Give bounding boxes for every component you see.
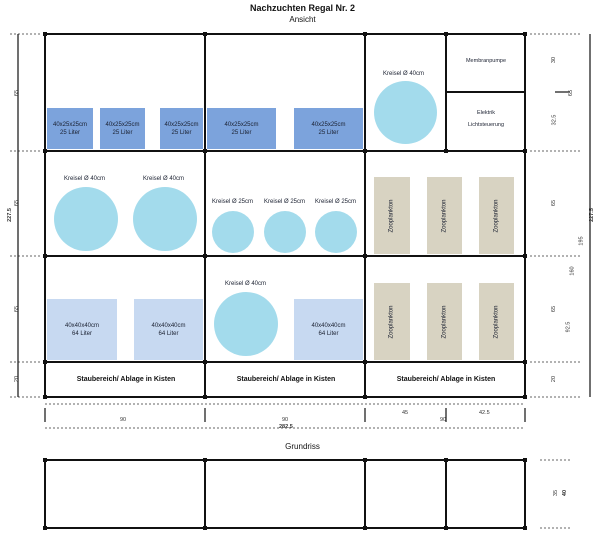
- tank-size-label: 40x40x40cm: [151, 322, 186, 329]
- tank-small-1: 40x25x25cm 25 Liter: [47, 108, 93, 149]
- tank-small-3: 40x25x25cm 25 Liter: [160, 108, 203, 149]
- dim-label: 92.5: [565, 321, 572, 333]
- kreisel-tank-40: [214, 292, 278, 356]
- dim-label: 35: [553, 489, 560, 497]
- dim-label: 195: [578, 236, 585, 246]
- dim-label: 42.5: [479, 410, 490, 416]
- kreisel-tank-40: [133, 187, 197, 251]
- tank-volume-label: 25 Liter: [112, 129, 133, 136]
- dim-label: 45: [402, 410, 409, 416]
- tank-large-3: 40x40x40cm 64 Liter: [294, 299, 363, 360]
- tank-size-label: 40x25x25cm: [105, 121, 140, 128]
- zooplankton-label: Zooplankton: [493, 198, 500, 233]
- elektrik-label: Elektrik: [476, 110, 496, 116]
- tank-size-label: 40x25x25cm: [52, 121, 88, 128]
- dim-label-total: 40: [562, 489, 569, 497]
- dim-label: 160: [569, 266, 576, 276]
- tank-volume-label: 64 Liter: [71, 330, 92, 337]
- dim-label: 30: [551, 56, 558, 64]
- kreisel-tank-25: [315, 211, 357, 253]
- lichtsteuerung-label: Lichtsteuerung: [467, 122, 505, 128]
- dim-label: 90: [120, 417, 127, 423]
- kreisel-label: Kreisel Ø 25cm: [264, 199, 306, 205]
- view-subtitle: Ansicht: [289, 15, 316, 24]
- zooplankton-label: Zooplankton: [493, 304, 500, 339]
- kreisel-label: Kreisel Ø 25cm: [315, 199, 357, 205]
- zooplankton-label: Zooplankton: [389, 198, 395, 233]
- tank-volume-label: 25 Liter: [59, 129, 80, 136]
- kreisel-tank-40: [54, 187, 118, 251]
- dim-label: 20: [551, 375, 558, 383]
- zooplankton-tank: Zooplankton: [479, 177, 514, 254]
- zooplankton-label: Zooplankton: [441, 304, 448, 339]
- dim-label-total: 227.5: [588, 208, 595, 222]
- dim-label: 20: [14, 375, 21, 383]
- kreisel-tank-40: [374, 81, 437, 144]
- plan-title: Grundriss: [285, 442, 320, 451]
- tank-volume-label: 64 Liter: [158, 330, 179, 337]
- tank-size-label: 40x40x40cm: [311, 322, 346, 329]
- zooplankton-tank: Zooplankton: [374, 283, 410, 360]
- kreisel-tank-25: [212, 211, 254, 253]
- dim-label-total: 282.5: [279, 424, 293, 430]
- dim-label: 65: [14, 305, 21, 313]
- tank-volume-label: 64 Liter: [318, 330, 339, 337]
- kreisel-label: Kreisel Ø 25cm: [212, 199, 254, 205]
- tank-large-2: 40x40x40cm 64 Liter: [134, 299, 203, 360]
- kreisel-label: Kreisel Ø 40cm: [143, 176, 185, 182]
- tank-small-5: 40x25x25cm 25 Liter: [294, 108, 363, 149]
- storage-label: Staubereich/ Ablage in Kisten: [76, 376, 176, 383]
- dim-label: 90: [440, 417, 447, 423]
- kreisel-label: Kreisel Ø 40cm: [383, 71, 425, 77]
- tank-volume-label: 25 Liter: [318, 129, 339, 136]
- dim-label: 65: [551, 199, 558, 207]
- tank-volume-label: 25 Liter: [171, 129, 192, 136]
- zooplankton-label: Zooplankton: [441, 198, 448, 233]
- membranpumpe-label: Membranpumpe: [465, 58, 507, 64]
- zooplankton-tank: Zooplankton: [374, 177, 410, 254]
- dim-label: 90: [282, 417, 289, 423]
- dim-label: 65: [551, 305, 558, 313]
- tank-volume-label: 25 Liter: [231, 129, 252, 136]
- kreisel-tank-25: [264, 211, 306, 253]
- dim-label: 65: [568, 89, 575, 97]
- dim-label: 32.5: [551, 114, 558, 126]
- storage-label: Staubereich/ Ablage in Kisten: [236, 376, 336, 383]
- page-title: Nachzuchten Regal Nr. 2: [249, 3, 356, 13]
- kreisel-label: Kreisel Ø 40cm: [225, 281, 267, 287]
- zooplankton-tank: Zooplankton: [427, 177, 462, 254]
- tank-size-label: 40x25x25cm: [311, 121, 346, 128]
- tank-small-4: 40x25x25cm 25 Liter: [207, 108, 276, 149]
- zooplankton-tank: Zooplankton: [479, 283, 514, 360]
- zooplankton-tank: Zooplankton: [427, 283, 462, 360]
- tank-size-label: 40x40x40cm: [64, 322, 100, 329]
- tank-small-2: 40x25x25cm 25 Liter: [100, 108, 145, 149]
- kreisel-label: Kreisel Ø 40cm: [64, 176, 106, 182]
- tank-size-label: 40x25x25cm: [224, 121, 259, 128]
- dim-label: 65: [14, 199, 21, 207]
- dim-label-total: 227.5: [6, 208, 13, 222]
- tank-large-1: 40x40x40cm 64 Liter: [47, 299, 117, 360]
- storage-label: Staubereich/ Ablage in Kisten: [396, 376, 496, 383]
- dim-label: 65: [14, 89, 21, 97]
- zooplankton-label: Zooplankton: [389, 304, 395, 339]
- tank-size-label: 40x25x25cm: [164, 121, 199, 128]
